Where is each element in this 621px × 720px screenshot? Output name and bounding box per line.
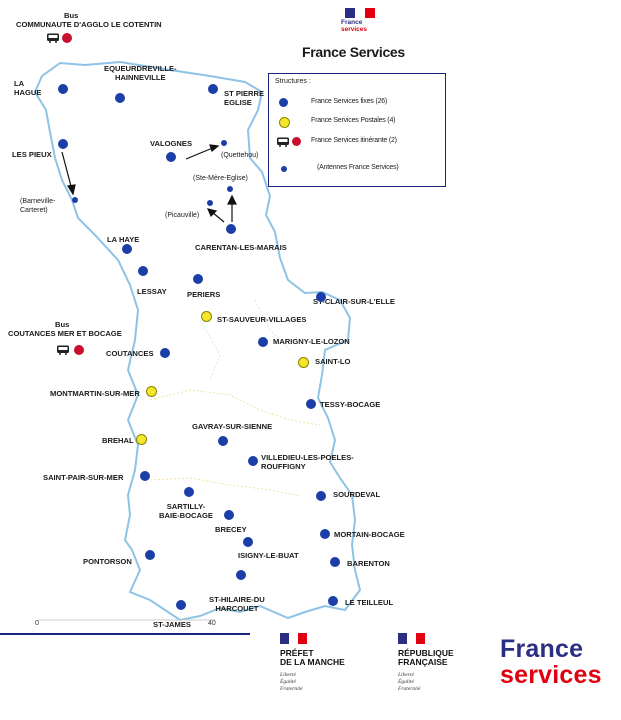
label-isigny: ISIGNY-LE-BUAT bbox=[238, 551, 299, 560]
fixed-service-marker[interactable] bbox=[236, 570, 246, 580]
fixed-service-marker[interactable] bbox=[160, 348, 170, 358]
postal-service-marker[interactable] bbox=[136, 434, 147, 445]
fixed-service-marker[interactable] bbox=[248, 456, 258, 466]
legend-heading: Structures : bbox=[275, 78, 311, 85]
tricolor-flag-icon bbox=[280, 633, 307, 644]
label-equeurdreville: EQUEURDREVILLE- HAINNEVILLE bbox=[104, 64, 177, 82]
fixed-service-marker[interactable] bbox=[224, 510, 234, 520]
fixed-service-marker[interactable] bbox=[306, 399, 316, 409]
small-blue-dot-icon bbox=[281, 166, 287, 172]
map-title: France Services bbox=[302, 44, 405, 60]
fixed-service-marker[interactable] bbox=[115, 93, 125, 103]
label-carentan: CARENTAN-LES-MARAIS bbox=[195, 243, 287, 252]
bus2-label: COUTANCES MER ET BOCAGE bbox=[8, 329, 122, 338]
label-picauville: (Picauville) bbox=[165, 212, 200, 219]
fixed-service-marker[interactable] bbox=[258, 337, 268, 347]
label-barneville: (Barneville- Carteret) bbox=[20, 198, 56, 214]
label-montmartin: MONTMARTIN-SUR-MER bbox=[50, 389, 140, 398]
label-pontorson: PONTORSON bbox=[83, 557, 132, 566]
department-outline bbox=[33, 60, 362, 622]
label-gavray: GAVRAY-SUR-SIENNE bbox=[192, 422, 273, 431]
blue-dot-icon bbox=[279, 98, 288, 107]
divider-line bbox=[0, 633, 250, 635]
label-villedieu: VILLEDIEU-LES-POELES- ROUFFIGNY bbox=[261, 453, 354, 471]
label-tessy: TESSY-BOCAGE bbox=[320, 400, 381, 409]
arrows bbox=[61, 144, 237, 223]
label-ste-mere: (Ste-Mère-Eglise) bbox=[193, 175, 248, 182]
mobile-service-marker[interactable] bbox=[62, 33, 72, 43]
red-dot-icon bbox=[292, 137, 301, 146]
fixed-service-marker[interactable] bbox=[58, 139, 68, 149]
fixed-service-marker[interactable] bbox=[145, 550, 155, 560]
bus-icon bbox=[57, 345, 69, 355]
label-marigny: MARIGNY-LE-LOZON bbox=[273, 337, 350, 346]
fixed-service-marker[interactable] bbox=[208, 84, 218, 94]
label-brehal: BREHAL bbox=[102, 436, 134, 445]
label-st-sauveur: ST-SAUVEUR-VILLAGES bbox=[217, 315, 307, 324]
label-brecey: BRECEY bbox=[215, 525, 247, 534]
scale-end: 40 bbox=[208, 620, 216, 627]
fixed-service-marker[interactable] bbox=[122, 244, 132, 254]
mobile-service-marker[interactable] bbox=[74, 345, 84, 355]
label-mortain: MORTAIN-BOCAGE bbox=[334, 530, 405, 539]
label-coutances: COUTANCES bbox=[106, 349, 154, 358]
tricolor-flag-icon bbox=[345, 8, 375, 18]
fixed-service-marker[interactable] bbox=[138, 266, 148, 276]
label-sartilly: SARTILLY- BAIE-BOCAGE bbox=[159, 502, 214, 520]
fixed-service-marker[interactable] bbox=[58, 84, 68, 94]
label-la-hague: LA HAGUE bbox=[14, 79, 42, 97]
label-saint-pair: SAINT-PAIR-SUR-MER bbox=[43, 473, 124, 482]
postal-service-marker[interactable] bbox=[146, 386, 157, 397]
label-st-pierre: ST PIERRE EGLISE bbox=[224, 89, 265, 107]
tricolor-flag-icon bbox=[398, 633, 425, 644]
legend-row-antenna: (Antennes France Services) bbox=[269, 162, 445, 176]
fixed-service-marker[interactable] bbox=[320, 529, 330, 539]
bus1-label-top: Bus bbox=[64, 11, 79, 20]
label-sourdeval: SOURDEVAL bbox=[333, 490, 381, 499]
france-services-logo: France services bbox=[500, 635, 602, 689]
fixed-service-marker[interactable] bbox=[226, 224, 236, 234]
bus-icon bbox=[277, 137, 289, 147]
fixed-service-marker[interactable] bbox=[330, 557, 340, 567]
yellow-dot-icon bbox=[279, 117, 290, 128]
antenna-marker[interactable] bbox=[227, 186, 233, 192]
label-st-james: ST-JAMES bbox=[153, 620, 191, 629]
postal-service-marker[interactable] bbox=[201, 311, 212, 322]
legend-row-fixed: France Services fixes (26) bbox=[269, 96, 445, 110]
label-barenton: BARENTON bbox=[347, 559, 390, 568]
antenna-marker[interactable] bbox=[221, 140, 227, 146]
legend-row-mobile: France Services itinérante (2) bbox=[269, 135, 445, 149]
label-les-pieux: LES PIEUX bbox=[12, 150, 52, 159]
manche-map bbox=[33, 60, 362, 622]
label-lessay: LESSAY bbox=[137, 287, 167, 296]
label-quettehou: (Quettehou) bbox=[221, 152, 259, 159]
bus2-label-top: Bus bbox=[55, 320, 70, 329]
scale-start: 0 bbox=[35, 620, 39, 627]
fixed-service-marker[interactable] bbox=[166, 152, 176, 162]
fixed-service-marker[interactable] bbox=[218, 436, 228, 446]
bus1-label: COMMUNAUTE D'AGGLO LE COTENTIN bbox=[16, 20, 162, 29]
antenna-marker[interactable] bbox=[72, 197, 78, 203]
antenna-marker[interactable] bbox=[207, 200, 213, 206]
fixed-service-marker[interactable] bbox=[176, 600, 186, 610]
label-le-teilleul: LE TEILLEUL bbox=[345, 598, 394, 607]
fixed-service-marker[interactable] bbox=[193, 274, 203, 284]
label-periers: PERIERS bbox=[187, 290, 221, 299]
label-saint-lo: SAINT-LO bbox=[315, 357, 351, 366]
label-la-haye: LA HAYE bbox=[107, 235, 140, 244]
label-valognes: VALOGNES bbox=[150, 139, 193, 148]
legend-box: Structures : France Services fixes (26) … bbox=[268, 73, 446, 187]
fixed-service-marker[interactable] bbox=[184, 487, 194, 497]
fixed-service-marker[interactable] bbox=[316, 292, 326, 302]
legend-row-postal: France Services Postales (4) bbox=[269, 115, 445, 129]
postal-service-marker[interactable] bbox=[298, 357, 309, 368]
bus-icon bbox=[47, 33, 59, 43]
fixed-service-marker[interactable] bbox=[328, 596, 338, 606]
label-st-hilaire: ST-HILAIRE-DU HARCOUET bbox=[209, 595, 265, 613]
fixed-service-marker[interactable] bbox=[316, 491, 326, 501]
fixed-service-marker[interactable] bbox=[140, 471, 150, 481]
fixed-service-marker[interactable] bbox=[243, 537, 253, 547]
label-st-clair: ST-CLAIR-SUR-L'ELLE bbox=[313, 297, 395, 306]
